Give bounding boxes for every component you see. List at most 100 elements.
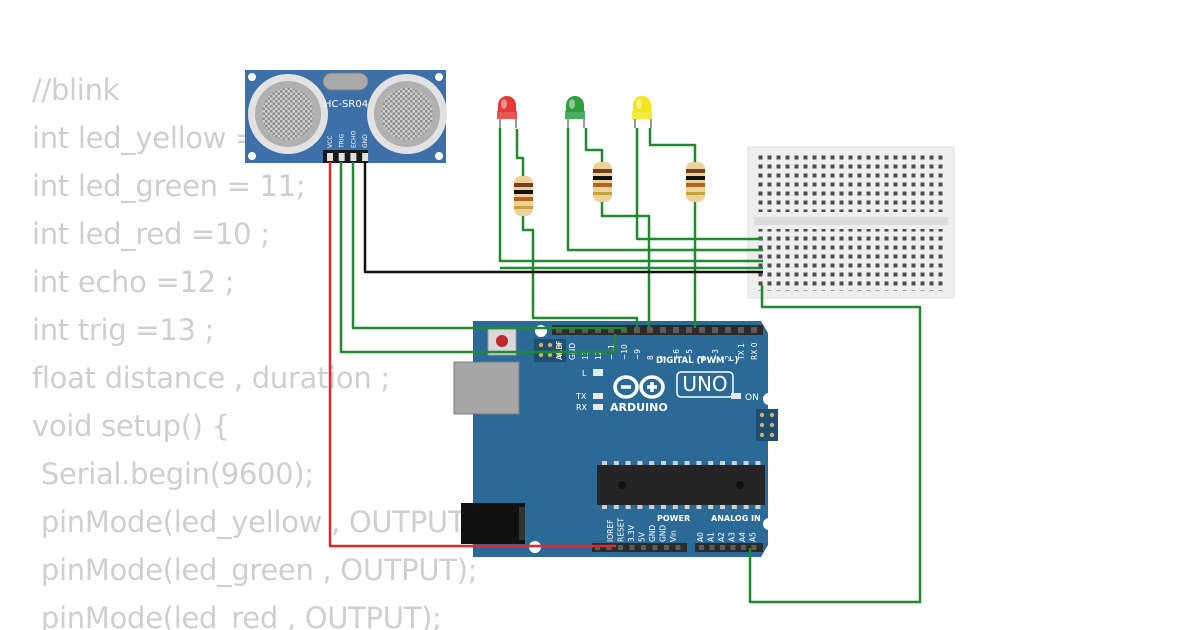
sensor-pin[interactable]	[362, 153, 369, 161]
chip-pin	[743, 505, 749, 509]
analog-in-label: ANALOG IN	[711, 514, 761, 523]
analog-pin[interactable]	[730, 545, 736, 550]
power-pin[interactable]	[652, 545, 658, 550]
power-pin[interactable]	[606, 545, 612, 550]
analog-pin[interactable]	[709, 545, 715, 550]
digital-pin[interactable]	[725, 327, 731, 333]
digital-pin[interactable]	[660, 327, 666, 333]
power-header[interactable]	[592, 543, 687, 552]
resistor-3[interactable]	[686, 162, 705, 202]
wire-echo-pin12[interactable]	[351, 162, 627, 332]
wire-led-green-resistor[interactable]	[584, 128, 604, 162]
analog-pin-label: A0	[696, 532, 705, 542]
power-pin[interactable]	[664, 545, 669, 550]
digital-pin-label: ~5	[685, 349, 694, 360]
digital-pin-label: ~9	[633, 349, 642, 360]
digital-pin-label: ~10	[620, 344, 629, 360]
chip-pin	[661, 461, 666, 465]
power-pin-label: 5V	[638, 531, 647, 542]
wire-resistor2-pin10[interactable]	[600, 202, 651, 328]
chip-pin	[708, 461, 714, 465]
digital-pin[interactable]	[673, 327, 679, 333]
chip-pin	[696, 505, 702, 509]
digital-pin[interactable]	[595, 327, 601, 333]
wire-led-yellow-resistor[interactable]	[648, 128, 697, 162]
analog-header[interactable]	[695, 543, 763, 552]
sensor-pin[interactable]	[350, 153, 357, 161]
wire-resistor1-pin11[interactable]	[521, 216, 639, 328]
wire-led-red-resistor[interactable]	[515, 129, 525, 176]
digital-pin-label: 7	[659, 355, 668, 360]
digital-header[interactable]	[552, 325, 763, 335]
analog-pin-label: A4	[738, 532, 747, 542]
sensor-pin-label: TRIG	[339, 133, 346, 149]
led-l-label: L	[582, 369, 587, 378]
chip-pin	[755, 461, 761, 465]
power-pin[interactable]	[675, 545, 681, 550]
sensor-model-label: HC-SR04	[324, 99, 368, 110]
digital-pin[interactable]	[647, 327, 653, 333]
chip-pin	[696, 461, 702, 465]
digital-pin-label: 2	[724, 355, 733, 360]
digital-pin-label: 12	[594, 350, 603, 360]
sensor-pin-label: ECHO	[350, 131, 357, 148]
led-tx-label: TX	[575, 392, 587, 401]
chip-pin	[720, 505, 725, 509]
wire-led-green-gnd[interactable]	[566, 128, 763, 252]
power-pin[interactable]	[641, 545, 646, 550]
digital-pin[interactable]	[712, 327, 718, 333]
led-red[interactable]	[497, 96, 517, 128]
wire-led-red-gnd[interactable]	[498, 128, 763, 263]
mount-hole	[763, 518, 775, 530]
led-green[interactable]	[565, 96, 585, 128]
reset-button[interactable]	[496, 335, 508, 347]
led-yellow[interactable]	[632, 96, 652, 128]
analog-pin[interactable]	[699, 545, 704, 550]
digital-pin[interactable]	[608, 327, 614, 333]
breadboard[interactable]	[747, 146, 955, 299]
power-pin[interactable]	[629, 545, 635, 550]
analog-pin[interactable]	[741, 545, 746, 550]
sensor-pin[interactable]	[327, 153, 333, 161]
digital-pin-label: RX 0	[750, 342, 759, 360]
power-jack	[461, 503, 525, 544]
breadboard-channel	[754, 217, 948, 225]
analog-pin[interactable]	[720, 545, 725, 550]
digital-pin[interactable]	[582, 327, 588, 333]
chip-pin	[684, 461, 690, 465]
wire-sensor-gnd[interactable]	[363, 162, 763, 274]
analog-pin-label: A5	[749, 532, 758, 542]
digital-pin[interactable]	[569, 327, 575, 333]
wire-led-yellow-gnd[interactable]	[635, 128, 763, 241]
chip-pin	[613, 461, 619, 465]
analog-pin[interactable]	[751, 545, 757, 550]
chip-pin	[708, 505, 714, 509]
wire-breadboard-a5[interactable]	[748, 285, 922, 604]
digital-pin[interactable]	[634, 327, 640, 333]
power-pin-label: IOREF	[606, 520, 615, 542]
chip-pin	[672, 505, 678, 509]
power-pin[interactable]	[618, 545, 623, 550]
chip-pin	[637, 505, 643, 509]
analog-pin-label: A3	[728, 532, 737, 542]
power-pin[interactable]	[595, 545, 600, 550]
sensor-pin[interactable]	[338, 153, 345, 161]
wire-trig-pin13[interactable]	[339, 162, 617, 354]
digital-pin[interactable]	[556, 327, 562, 333]
digital-pin-label: AREF	[555, 341, 564, 360]
digital-pin[interactable]	[686, 327, 692, 333]
resistor-2[interactable]	[593, 162, 612, 202]
digital-pin[interactable]	[699, 327, 705, 333]
chip-pin	[755, 505, 761, 509]
code-line: pinMode(led_green , OUTPUT);	[32, 553, 478, 587]
chip-pin	[602, 505, 607, 509]
arduino-logo-icon	[613, 375, 665, 399]
digital-pin[interactable]	[751, 327, 757, 333]
digital-pin[interactable]	[738, 327, 744, 333]
resistor-1[interactable]	[514, 176, 533, 216]
wire-sensor-vcc-5v[interactable]	[328, 162, 616, 548]
code-line: Serial.begin(9600);	[32, 457, 314, 491]
